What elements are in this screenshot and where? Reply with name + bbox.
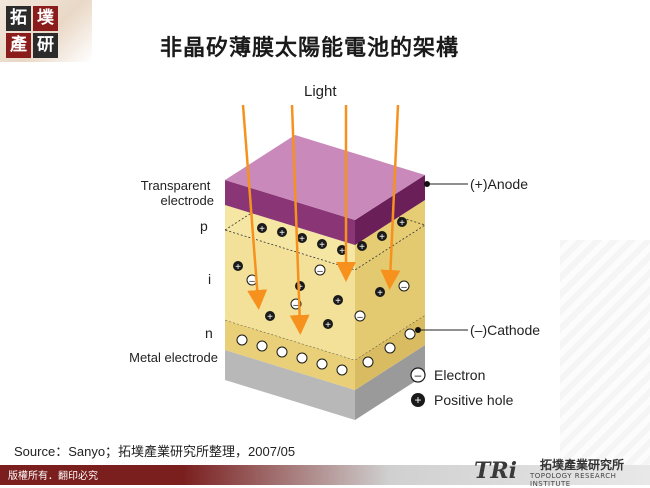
svg-text:+: + xyxy=(379,232,385,243)
svg-text:+: + xyxy=(319,240,325,251)
org-english-name: TOPOLOGY RESEARCH INSTITUTE xyxy=(530,472,617,488)
light-arrows xyxy=(241,104,401,335)
svg-text:+: + xyxy=(339,246,345,257)
svg-text:+: + xyxy=(399,218,405,229)
anode-label: (+)Anode xyxy=(470,176,528,192)
i-layer-label: i xyxy=(208,271,211,287)
svg-text:–: – xyxy=(293,300,299,311)
svg-text:+: + xyxy=(279,228,285,239)
logo-tile: 拓 xyxy=(6,6,31,31)
anode-top xyxy=(225,135,425,220)
svg-text:–: – xyxy=(401,282,407,293)
footer-bar xyxy=(0,465,650,485)
background-watermark xyxy=(560,240,650,470)
svg-text:+: + xyxy=(377,288,383,299)
svg-text:–: – xyxy=(249,276,255,287)
metal-electrode-front xyxy=(225,350,355,420)
legend-positive-hole-label: Positive hole xyxy=(434,392,514,408)
tri-logo: TRi xyxy=(474,458,518,484)
source-citation: Source：Sanyo；拓墣產業研究所整理，2007/05 xyxy=(14,444,296,459)
n-layer-label: n xyxy=(205,325,213,341)
n-layer-front xyxy=(225,320,355,390)
svg-text:–: – xyxy=(415,368,422,382)
legend-electron: – Electron xyxy=(410,367,485,383)
cathode-pointer-dot xyxy=(415,327,421,333)
svg-text:+: + xyxy=(335,296,341,307)
transparent-electrode-label: Transparent electrode xyxy=(141,178,214,208)
carriers-n-layer xyxy=(236,328,416,376)
carriers-p-layer: + + + + + + + + xyxy=(257,217,407,257)
copyright-text: 版權所有．翻印必究 xyxy=(8,471,98,482)
svg-text:+: + xyxy=(359,242,365,253)
logo-tile: 產 xyxy=(6,33,31,58)
metal-electrode-label: Metal electrode xyxy=(129,350,218,365)
logo-tile: 研 xyxy=(33,33,58,58)
svg-text:+: + xyxy=(297,282,303,293)
legend-electron-label: Electron xyxy=(434,367,485,383)
svg-text:–: – xyxy=(317,266,323,277)
transparent-electrode-line: electrode xyxy=(161,193,214,208)
svg-text:+: + xyxy=(235,262,241,273)
org-name: 拓墣產業研究所 xyxy=(540,458,625,472)
svg-text:–: – xyxy=(357,312,363,323)
logo: 拓 墣 產 研 xyxy=(0,0,92,62)
cathode-label: (–)Cathode xyxy=(470,322,540,338)
light-label: Light xyxy=(304,83,337,100)
page-title: 非晶矽薄膜太陽能電池的架構 xyxy=(160,35,460,61)
p-layer-front xyxy=(225,205,355,270)
i-layer-front xyxy=(225,230,355,360)
anode-front xyxy=(225,180,355,245)
anode-pointer-dot xyxy=(424,181,430,187)
svg-text:+: + xyxy=(299,234,305,245)
svg-text:+: + xyxy=(325,320,331,331)
legend-positive-hole: + Positive hole xyxy=(411,392,514,408)
p-layer-label: p xyxy=(200,218,208,234)
transparent-electrode-line: Transparent xyxy=(141,178,211,193)
anode-side xyxy=(355,175,425,245)
metal-electrode-side xyxy=(355,345,425,420)
p-layer-side xyxy=(355,200,425,270)
svg-text:+: + xyxy=(267,312,273,323)
logo-tile: 墣 xyxy=(33,6,58,31)
svg-text:+: + xyxy=(259,224,265,235)
svg-text:+: + xyxy=(414,393,421,407)
